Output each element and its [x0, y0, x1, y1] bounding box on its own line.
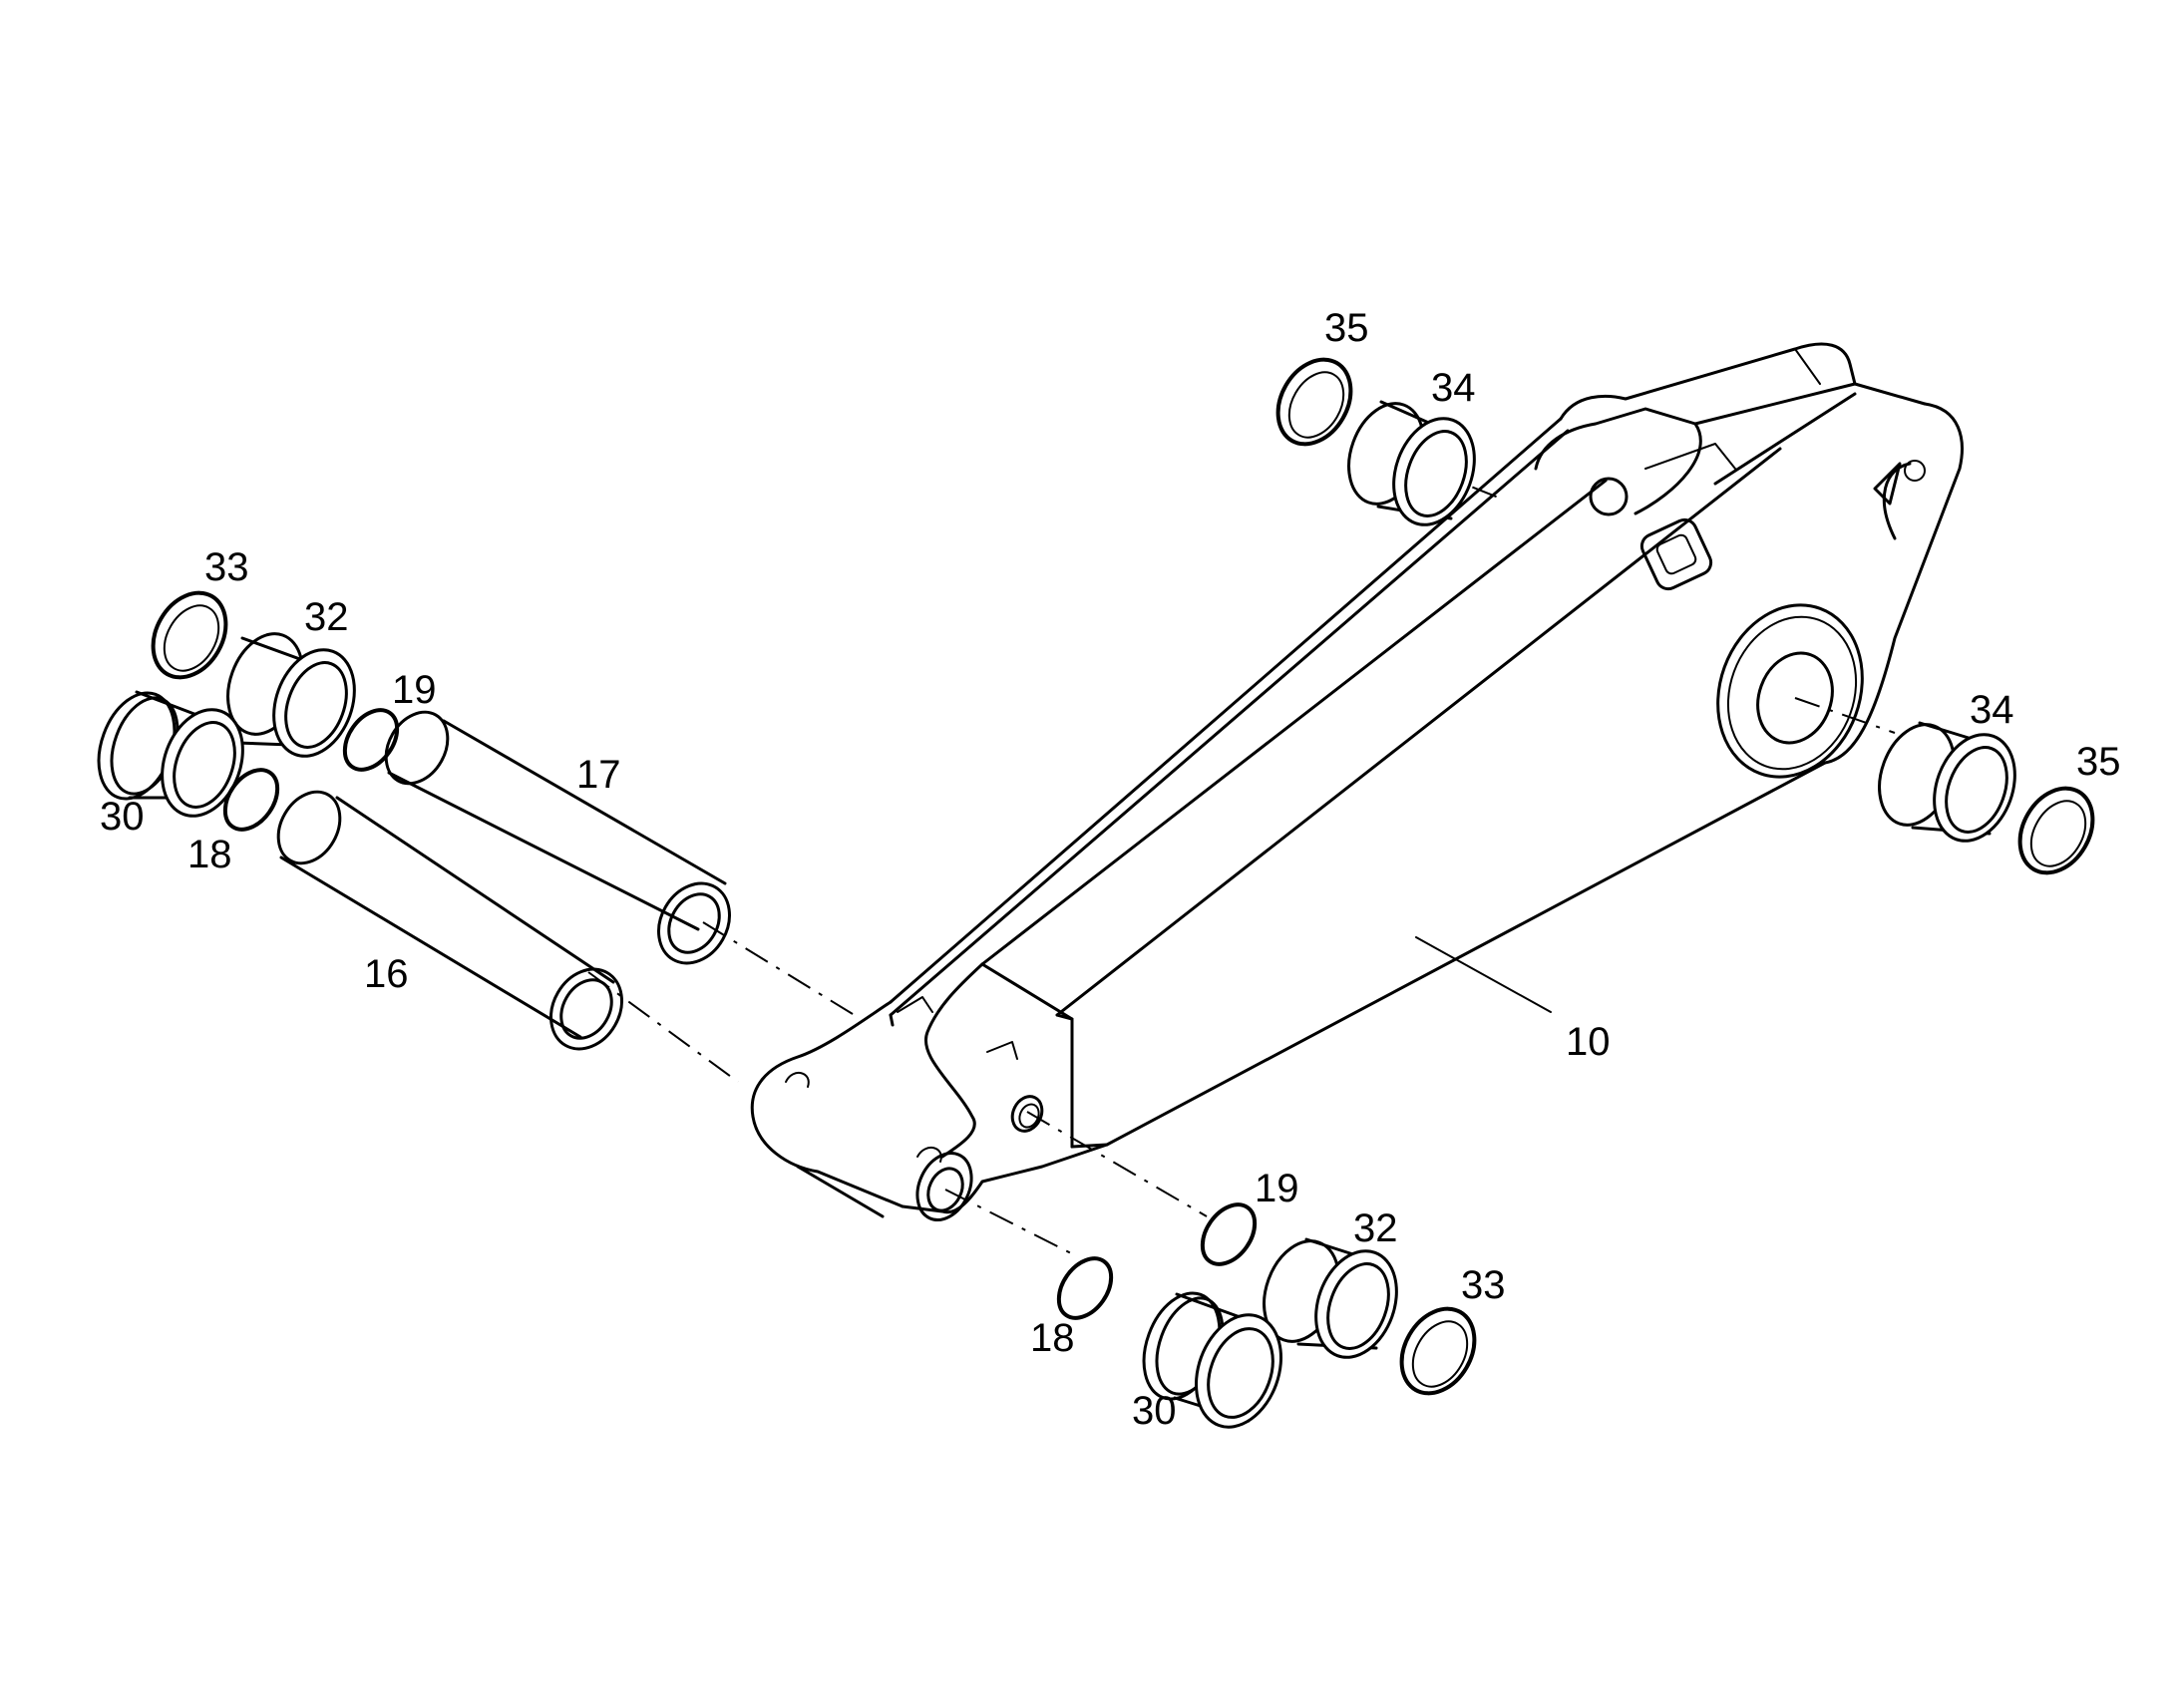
assembly-axes — [587, 468, 1896, 1257]
label-10: 10 — [1566, 1020, 1611, 1064]
oring-18-left — [222, 768, 280, 832]
bushing-32-right — [1263, 1237, 1398, 1359]
label-35-top: 35 — [1324, 306, 1369, 350]
label-32-right: 32 — [1353, 1206, 1398, 1250]
label-30-left: 30 — [100, 795, 145, 839]
bushing-32-left — [226, 632, 356, 758]
arm-body — [750, 342, 1964, 1221]
label-19-right: 19 — [1255, 1167, 1299, 1210]
oring-18-right — [1056, 1256, 1114, 1320]
label-30-right: 30 — [1132, 1389, 1177, 1433]
bushing-30-right — [1142, 1291, 1283, 1429]
label-33-left: 33 — [204, 545, 249, 589]
label-33-right: 33 — [1461, 1263, 1506, 1307]
ring-35-top — [1275, 357, 1353, 447]
label-35-right: 35 — [2076, 740, 2121, 784]
oring-19-left — [342, 708, 400, 772]
label-16: 16 — [364, 952, 409, 996]
label-18-right: 18 — [1030, 1316, 1075, 1360]
oring-19-right — [1200, 1202, 1258, 1266]
ring-35-right — [2017, 786, 2095, 875]
label-18-left: 18 — [187, 833, 232, 876]
bushing-34-right — [1878, 721, 2016, 843]
ring-33-left — [151, 590, 228, 680]
bushing-34-top — [1347, 400, 1476, 526]
leader-line-10 — [1415, 936, 1552, 1013]
ring-33-right — [1399, 1306, 1477, 1396]
label-34-right: 34 — [1970, 688, 2014, 732]
label-19-left: 19 — [392, 668, 437, 712]
label-34-top: 34 — [1431, 366, 1476, 410]
bushing-30-left — [97, 690, 244, 818]
label-17: 17 — [576, 753, 621, 797]
pin-17 — [384, 710, 731, 965]
pin-16 — [276, 790, 623, 1051]
label-32-left: 32 — [304, 595, 349, 639]
